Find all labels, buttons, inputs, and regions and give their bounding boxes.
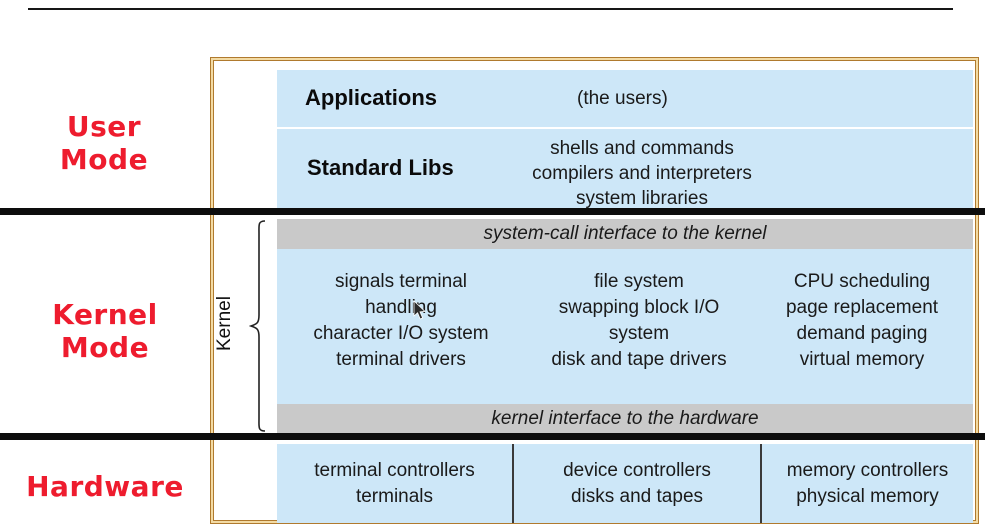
- top-divider-line: [28, 8, 953, 10]
- hardware-cell-terminals: terminal controllers terminals: [277, 444, 512, 523]
- syscall-interface-text: system-call interface to the kernel: [483, 223, 767, 244]
- user-kernel-divider: [0, 208, 985, 215]
- kernel-hardware-divider: [0, 433, 985, 440]
- applications-title: Applications: [305, 85, 438, 110]
- standard-libs-row: Standard Libs shells and commands compil…: [277, 129, 973, 209]
- hardware-cell-devices: device controllers disks and tapes: [512, 444, 760, 523]
- kernel-column-cpu: CPU scheduling page replacement demand p…: [785, 271, 939, 370]
- applications-note: (the users): [577, 88, 668, 109]
- kernel-brace: [249, 220, 266, 432]
- kernel-mode-label: Kernel Mode: [52, 298, 158, 364]
- standard-libs-items: shells and commands compilers and interp…: [532, 138, 752, 209]
- hardware-cell-memory: memory controllers physical memory: [760, 444, 973, 523]
- user-mode-label: User Mode: [59, 110, 149, 176]
- hardware-interface-bar: kernel interface to the hardware: [277, 404, 973, 433]
- hardware-row: terminal controllers terminals device co…: [277, 444, 973, 523]
- kernel-vertical-label: Kernel: [214, 296, 235, 352]
- applications-row: Applications (the users): [277, 70, 973, 127]
- hardware-label: Hardware: [26, 470, 184, 503]
- kernel-block: signals terminal handling character I/O …: [277, 249, 973, 404]
- kernel-column-filesystem: file system swapping block I/O system di…: [551, 271, 727, 370]
- mouse-cursor-icon: [413, 300, 426, 320]
- standard-libs-title: Standard Libs: [307, 155, 454, 180]
- kernel-column-signals: signals terminal handling character I/O …: [313, 271, 489, 370]
- syscall-interface-bar: system-call interface to the kernel: [277, 219, 973, 249]
- hardware-interface-text: kernel interface to the hardware: [491, 407, 759, 429]
